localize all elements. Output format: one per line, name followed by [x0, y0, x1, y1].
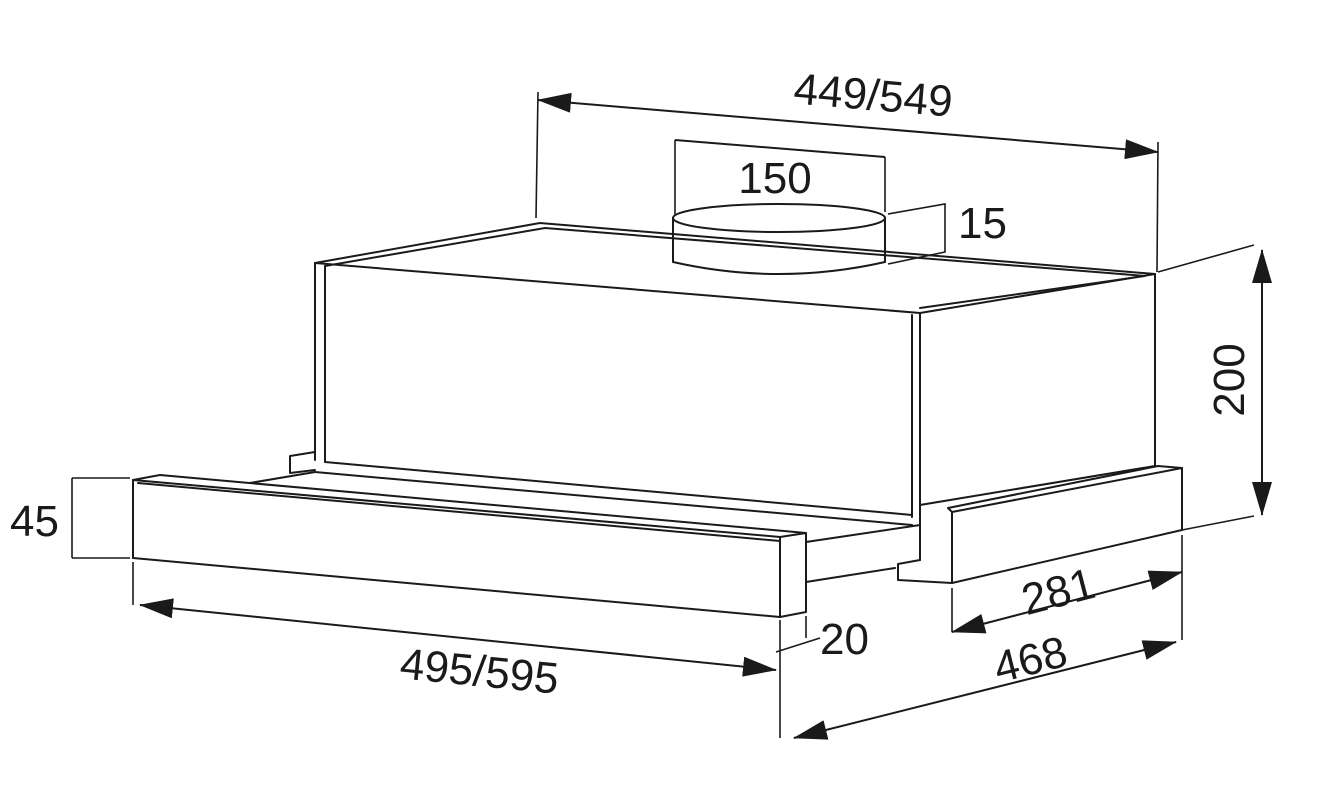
dimension-line-side-depth-short	[951, 570, 1183, 634]
label-top-width: 449/549	[792, 64, 955, 126]
label-body-height: 200	[1205, 343, 1254, 416]
label-front-thickness: 20	[820, 615, 869, 664]
label-side-depth-total: 468	[989, 627, 1072, 692]
hood-body	[289, 222, 1156, 561]
slide-out-front-bar	[132, 471, 921, 618]
dimension-line-front-width	[139, 598, 777, 677]
duct-collar	[672, 203, 886, 275]
label-front-width: 495/595	[398, 639, 561, 703]
dimension-line-top-width	[537, 92, 1159, 160]
extension-lines	[71, 91, 1255, 738]
right-side-bar	[897, 465, 1183, 584]
dimension-line-side-depth-total	[793, 640, 1177, 740]
label-side-depth-short: 281	[1017, 559, 1100, 625]
dimension-line-duct-diameter	[674, 139, 886, 158]
dimension-labels: 449/549 150 15 200 45 495/595 20 281 468	[10, 64, 1254, 703]
label-duct-height: 15	[958, 199, 1007, 248]
dimension-lines	[139, 92, 1272, 740]
label-front-height: 45	[10, 497, 59, 546]
label-duct-diameter: 150	[738, 154, 811, 203]
